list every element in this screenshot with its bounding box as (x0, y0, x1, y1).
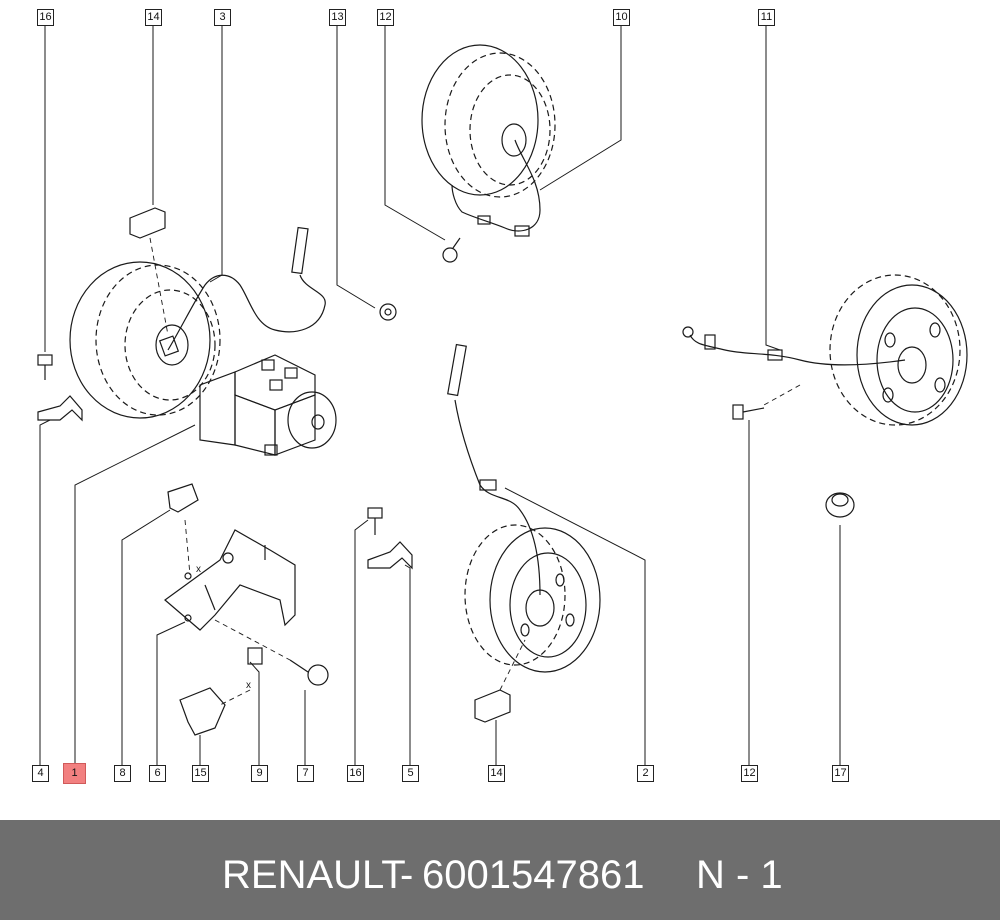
callout-14-top[interactable]: 14 (145, 9, 162, 26)
callout-12-top[interactable]: 12 (377, 9, 394, 26)
callout-1-highlighted[interactable]: 1 (63, 763, 86, 784)
callout-10[interactable]: 10 (613, 9, 630, 26)
footer-part-number: 6001547861 (422, 853, 645, 897)
leader-lines (39, 25, 841, 765)
callout-2[interactable]: 2 (637, 765, 654, 782)
callout-15[interactable]: 15 (192, 765, 209, 782)
abs-mounting-bracket (164, 529, 296, 631)
callout-6[interactable]: 6 (149, 765, 166, 782)
callout-12-bottom[interactable]: 12 (741, 765, 758, 782)
callout-14-bottom[interactable]: 14 (488, 765, 505, 782)
parts-diagram: x x (37, 25, 968, 765)
footer-bar: RENAULT - 6001547861 N - 1 (0, 820, 1000, 920)
wheel-bottom (464, 524, 601, 673)
callout-9[interactable]: 9 (251, 765, 268, 782)
callout-4[interactable]: 4 (32, 765, 49, 782)
mark-x-2: x (196, 564, 201, 575)
hardware-parts (37, 207, 855, 736)
footer-separator: - (400, 853, 414, 897)
wheel-left (69, 261, 221, 419)
sensor-cable-right (682, 326, 906, 366)
footer-brand: RENAULT (222, 853, 406, 897)
callout-16-top[interactable]: 16 (37, 9, 54, 26)
wheel-right (829, 274, 968, 426)
sensor-cable-front-right (447, 343, 541, 596)
callout-13[interactable]: 13 (329, 9, 346, 26)
callout-8[interactable]: 8 (114, 765, 131, 782)
wheel-top (421, 44, 556, 198)
mark-x-1: x (246, 680, 251, 691)
footer-page: N - 1 (696, 853, 783, 897)
sensor-cable-front-left (158, 226, 326, 357)
assembly-lines (149, 237, 801, 706)
callout-7[interactable]: 7 (297, 765, 314, 782)
sensor-cable-top (451, 139, 541, 237)
callout-17[interactable]: 17 (832, 765, 849, 782)
callout-11[interactable]: 11 (758, 9, 775, 26)
abs-hydraulic-unit (199, 354, 337, 456)
callout-3[interactable]: 3 (214, 9, 231, 26)
callout-5[interactable]: 5 (402, 765, 419, 782)
callout-16-bottom[interactable]: 16 (347, 765, 364, 782)
